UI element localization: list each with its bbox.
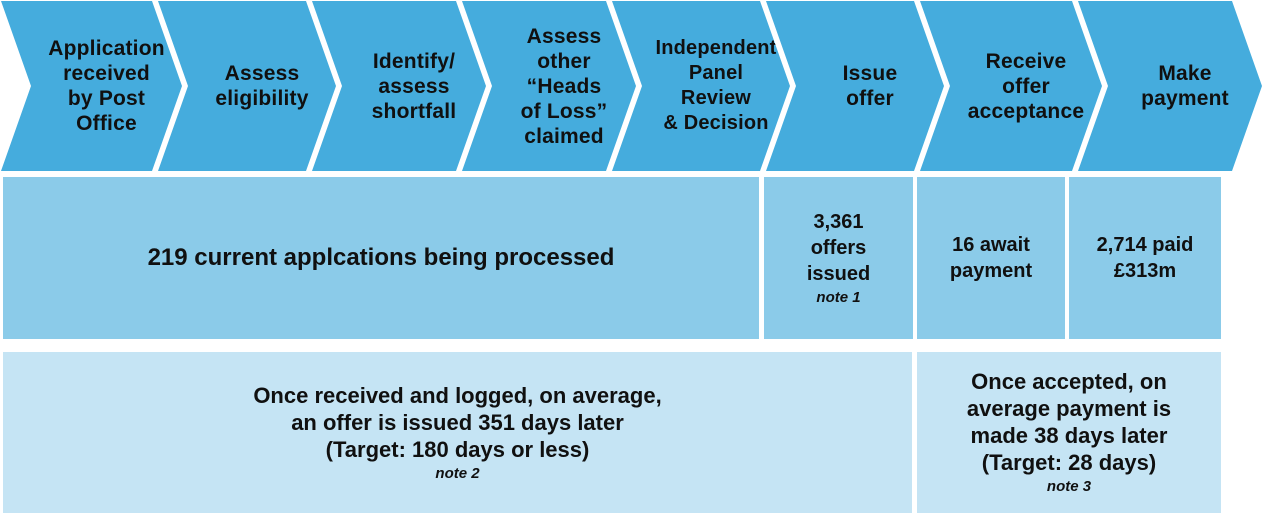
status-text: 16 await payment: [949, 234, 1033, 282]
note-reference: note 1: [816, 288, 861, 306]
timing-payment-made: Once accepted, on average payment is mad…: [917, 352, 1221, 513]
step-label: Assess eligibility: [215, 62, 309, 110]
status-text: 3,361 offers issued: [806, 210, 871, 285]
step-label: Issue offer: [842, 62, 898, 110]
timing-offer-issued: Once received and logged, on average, an…: [3, 352, 912, 513]
step-independent-panel-review: Independent Panel Review & Decision: [612, 1, 790, 171]
step-label: Independent Panel Review & Decision: [655, 37, 777, 134]
note-reference: note 3: [1046, 478, 1092, 495]
timing-text: Once accepted, on average payment is mad…: [966, 369, 1172, 475]
status-offers-issued: 3,361 offers issued note 1: [764, 177, 913, 339]
step-label: Application received by Post Office: [48, 37, 165, 135]
step-make-payment: Make payment: [1078, 1, 1262, 171]
status-await-payment: 16 await payment: [917, 177, 1065, 339]
step-application-received: Application received by Post Office: [1, 1, 182, 171]
step-identify-assess-shortfall: Identify/ assess shortfall: [312, 1, 486, 171]
step-receive-offer-acceptance: Receive offer acceptance: [920, 1, 1102, 171]
status-paid-total: 2,714 paid £313m: [1069, 177, 1221, 339]
status-applications-processing: 219 current applcations being processed: [3, 177, 759, 339]
step-assess-heads-of-loss: Assess other “Heads of Loss” claimed: [462, 1, 636, 171]
step-label: Receive offer acceptance: [967, 49, 1085, 123]
timing-text: Once received and logged, on average, an…: [253, 382, 662, 462]
step-label: Make payment: [1141, 62, 1229, 110]
status-text: 219 current applcations being processed: [147, 244, 615, 271]
step-assess-eligibility: Assess eligibility: [158, 1, 336, 171]
step-label: Assess other “Heads of Loss” claimed: [520, 24, 608, 148]
note-reference: note 2: [435, 464, 480, 482]
step-label: Identify/ assess shortfall: [371, 49, 457, 123]
step-issue-offer: Issue offer: [766, 1, 944, 171]
status-text: 2,714 paid £313m: [1096, 234, 1194, 282]
